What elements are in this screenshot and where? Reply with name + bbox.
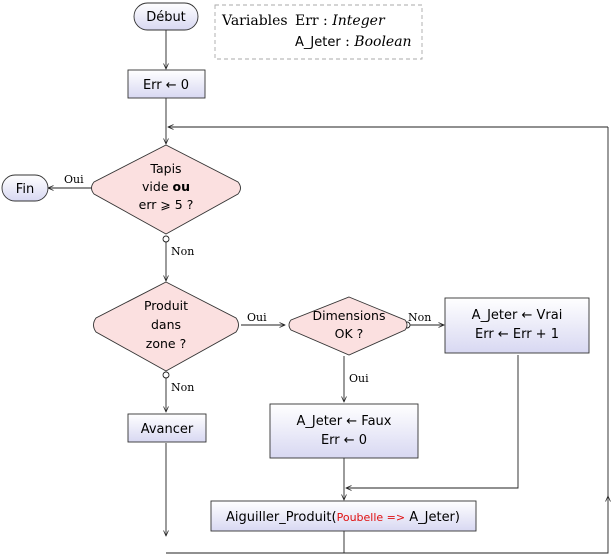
cond-zone-line1: Produit — [144, 298, 188, 313]
init-err-label: Err ← 0 — [143, 78, 189, 93]
cond-empty-line1: Tapis — [149, 161, 181, 176]
port-empty-no — [162, 235, 170, 243]
label-non-zone: Non — [171, 381, 194, 394]
cond-dim-line2: OK ? — [335, 326, 364, 341]
variables-frame — [214, 4, 423, 60]
edges — [48, 30, 608, 554]
edge-labels: Oui Non Oui Non Non Oui — [64, 173, 431, 394]
advance-label: Avancer — [141, 422, 194, 437]
node-start: Début — [133, 2, 199, 31]
port-zone-no — [162, 371, 170, 379]
node-route: Aiguiller_Produit(Poubelle => A_Jeter) — [210, 500, 477, 532]
label-non-empty: Non — [171, 245, 194, 258]
cond-zone-line2: dans — [151, 317, 181, 332]
variables-box: Variables Err : Integer A_Jeter : Boolea… — [214, 4, 423, 60]
variable-a-jeter: A_Jeter : Boolean — [295, 34, 412, 50]
edge-bottom-return — [166, 496, 608, 554]
route-label: Aiguiller_Produit(Poubelle => A_Jeter) — [226, 510, 460, 525]
end-label: Fin — [16, 182, 34, 197]
label-oui-dim: Oui — [349, 372, 369, 385]
set-true-line1: A_Jeter ← Vrai — [472, 308, 563, 323]
node-set-false: A_Jeter ← Faux Err ← 0 — [269, 403, 419, 459]
cond-dim-line1: Dimensions — [313, 308, 386, 323]
set-true-line2: Err ← Err + 1 — [475, 327, 559, 342]
label-oui-end: Oui — [64, 173, 84, 186]
node-set-true: A_Jeter ← Vrai Err ← Err + 1 — [444, 297, 590, 354]
variable-err: Err : Integer — [295, 13, 386, 29]
node-advance: Avancer — [127, 413, 207, 443]
node-init-err: Err ← 0 — [127, 69, 206, 99]
label-oui-zone: Oui — [247, 311, 267, 324]
node-cond-zone: Produit dans zone ? — [93, 281, 239, 372]
cond-zone-line3: zone ? — [146, 336, 186, 351]
label-non-dim: Non — [408, 311, 431, 324]
cond-empty-line2: vide ou — [142, 179, 190, 194]
node-end: Fin — [1, 174, 49, 202]
set-false-line2: Err ← 0 — [321, 433, 367, 448]
node-cond-dim: Dimensions OK ? — [288, 296, 408, 356]
cond-empty-line3: err ⩾ 5 ? — [139, 197, 194, 212]
node-cond-empty: Tapis vide ou err ⩾ 5 ? — [91, 144, 241, 235]
start-label: Début — [146, 10, 186, 25]
edge-true-to-route — [346, 355, 519, 488]
variables-heading: Variables — [221, 13, 288, 29]
set-false-line1: A_Jeter ← Faux — [296, 414, 391, 429]
